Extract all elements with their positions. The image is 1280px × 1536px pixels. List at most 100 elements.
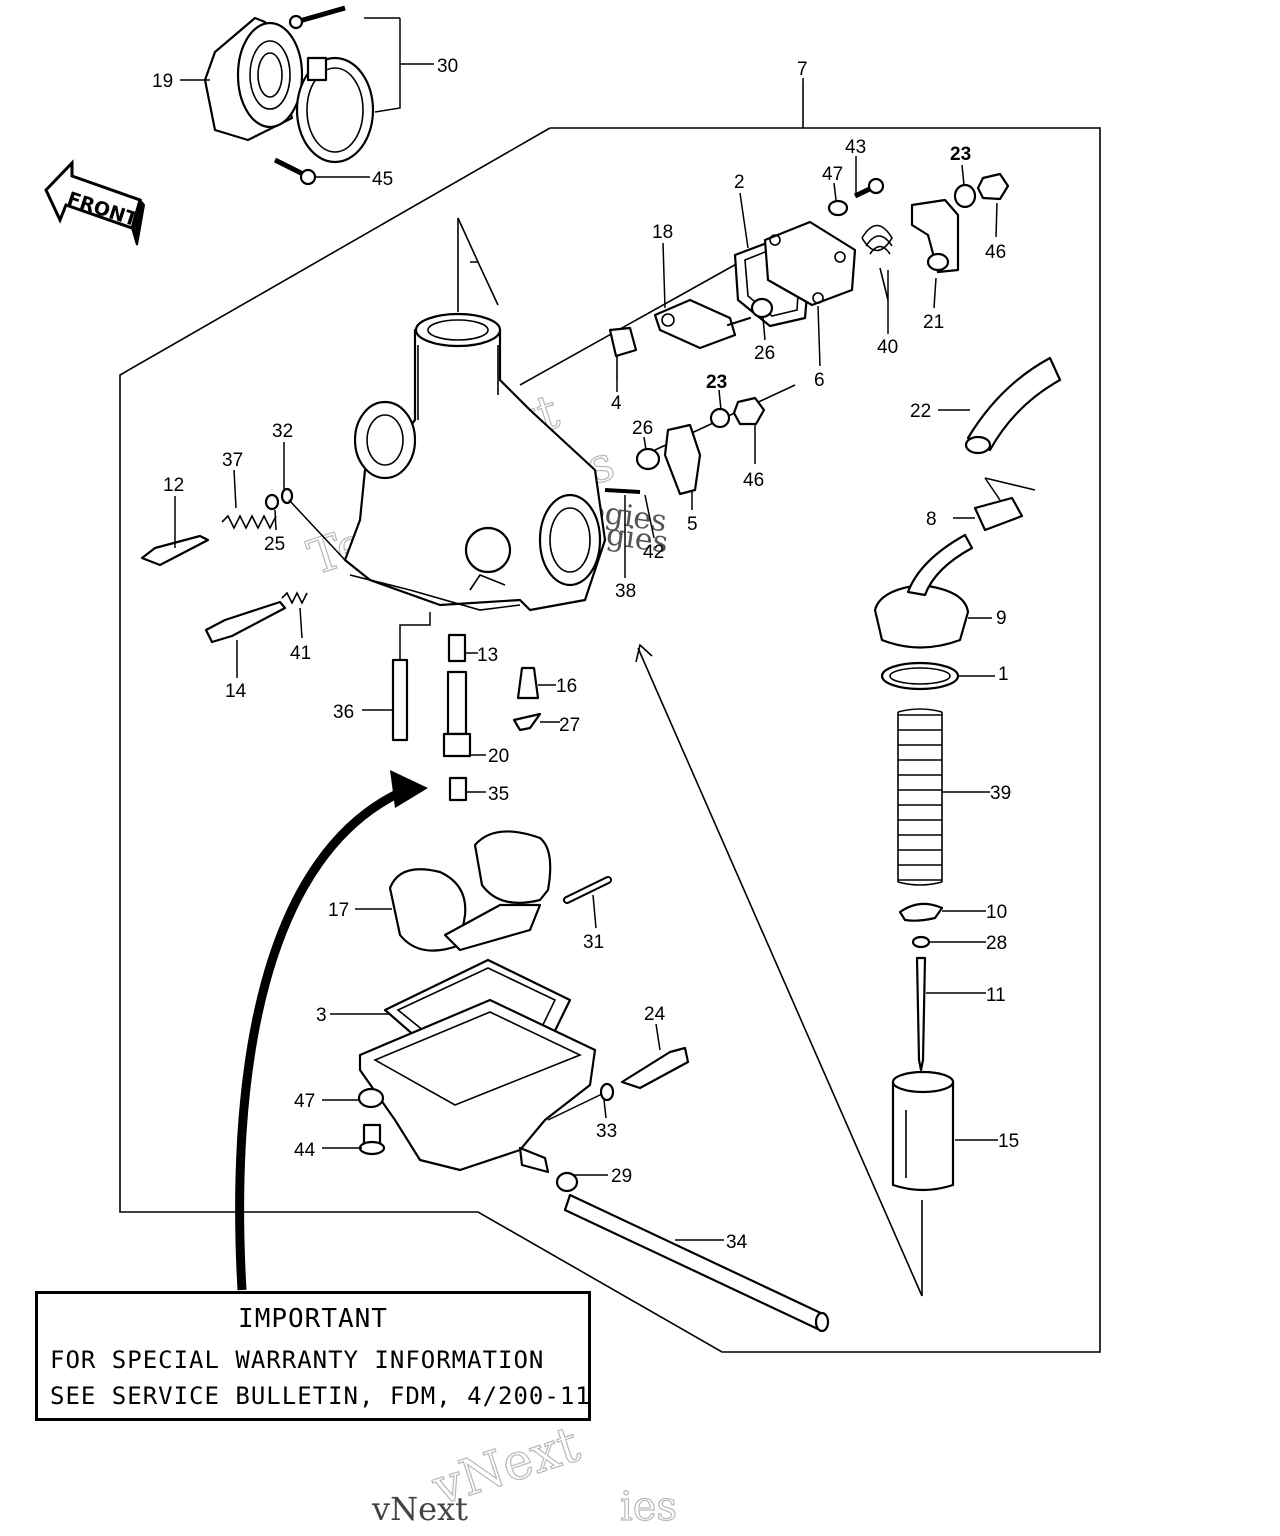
callout-30: 30 — [437, 56, 458, 77]
link-18 — [653, 298, 752, 350]
callout-17: 17 — [328, 900, 349, 921]
callout-31: 31 — [583, 932, 604, 953]
nut-46 — [976, 172, 1010, 201]
spring-37 — [221, 514, 277, 530]
callout-23: 23 — [706, 372, 727, 393]
callout-43: 43 — [845, 137, 866, 158]
spring-40 — [861, 224, 893, 301]
callout-4: 4 — [611, 393, 622, 414]
needle-11 — [915, 956, 927, 1072]
important-notice: IMPORTANT FOR SPECIAL WARRANTY INFORMATI… — [35, 1291, 591, 1421]
hose-22 — [964, 356, 1062, 455]
callout-47: 47 — [822, 164, 843, 185]
callout-46: 46 — [985, 242, 1006, 263]
callout-40: 40 — [877, 337, 898, 358]
watermark: ies — [620, 1484, 677, 1530]
float-valve-16 — [516, 666, 540, 700]
callout-26: 26 — [632, 418, 653, 439]
callout-3: 3 — [316, 1005, 327, 1026]
leader-lines — [174, 17, 1036, 1241]
callout-38: 38 — [615, 581, 636, 602]
screw-44 — [358, 1123, 386, 1156]
callout-14: 14 — [225, 681, 247, 702]
clip-28 — [911, 935, 931, 949]
notice-title: IMPORTANT — [238, 1304, 388, 1334]
callout-20: 20 — [488, 746, 509, 767]
assembly-arrow — [457, 217, 923, 1297]
curved-arrow — [235, 770, 428, 1291]
front-arrow-icon: FRONT — [44, 159, 146, 246]
washer-33 — [599, 1082, 615, 1102]
callout-44: 44 — [294, 1140, 316, 1161]
clip-27 — [512, 712, 542, 732]
callout-21: 21 — [923, 312, 944, 333]
watermark: vNext — [371, 1490, 468, 1528]
cover-6 — [763, 220, 857, 307]
spring-39 — [897, 708, 943, 886]
screw — [288, 5, 346, 30]
callout-29: 29 — [611, 1166, 632, 1187]
callout-27: 27 — [559, 715, 580, 736]
callout-8: 8 — [926, 509, 937, 530]
callout-2: 2 — [734, 172, 745, 193]
callout-11: 11 — [986, 985, 1006, 1006]
screw-43 — [853, 177, 885, 199]
jet-36 — [391, 658, 409, 742]
washer-47 — [827, 199, 849, 217]
washer-23 — [953, 183, 977, 209]
float-17 — [388, 830, 552, 952]
callout-36: 36 — [333, 702, 354, 723]
clip-29 — [555, 1171, 579, 1193]
drain-screw-24 — [620, 1046, 690, 1090]
callout-32: 32 — [272, 421, 293, 442]
callout-labels: 7 30 19 45 43 47 23 2 18 46 21 40 26 6 4… — [152, 56, 1019, 1253]
callout-47: 47 — [294, 1091, 315, 1112]
callout-37: 37 — [222, 450, 243, 471]
callout-23: 23 — [950, 144, 971, 165]
o-ring-32 — [280, 487, 294, 505]
screw — [273, 157, 317, 186]
nut-46 — [732, 396, 766, 426]
callout-18: 18 — [652, 222, 673, 243]
callout-41: 41 — [290, 643, 311, 664]
screw-14 — [204, 600, 287, 644]
notice-line-1: FOR SPECIAL WARRANTY INFORMATION — [50, 1346, 545, 1374]
callout-9: 9 — [996, 608, 1007, 629]
plate-5 — [663, 423, 702, 496]
callout-16: 16 — [556, 676, 577, 697]
tube-34 — [563, 1193, 830, 1333]
assembly-outline — [119, 86, 1101, 1353]
callout-10: 10 — [986, 902, 1007, 923]
callout-39: 39 — [990, 783, 1011, 804]
throttle-valve-15 — [891, 1070, 955, 1192]
washer-25 — [264, 493, 280, 511]
callout-33: 33 — [596, 1121, 617, 1142]
callout-15: 15 — [998, 1131, 1019, 1152]
callout-42: 42 — [643, 542, 664, 563]
washer-26 — [750, 297, 774, 319]
spring-41 — [281, 591, 308, 605]
pin-31 — [563, 876, 612, 904]
main-jet-35 — [448, 776, 468, 802]
intake-holder — [203, 16, 304, 142]
callout-12: 12 — [163, 475, 184, 496]
callout-46: 46 — [743, 470, 764, 491]
callout-22: 22 — [910, 401, 931, 422]
callout-1: 1 — [998, 664, 1009, 685]
callout-26: 26 — [754, 343, 775, 364]
callout-6: 6 — [814, 370, 825, 391]
screw-42 — [604, 488, 641, 494]
washer-26 — [635, 447, 661, 471]
retainer-10 — [898, 902, 944, 922]
washer-23 — [709, 407, 731, 429]
callout-28: 28 — [986, 933, 1007, 954]
carburetor-body — [343, 312, 607, 612]
float-bowl — [358, 998, 597, 1174]
callout-24: 24 — [644, 1004, 666, 1025]
cap-9 — [873, 533, 974, 649]
jet-13 — [447, 633, 467, 663]
callout-13: 13 — [477, 645, 498, 666]
o-ring-1 — [880, 661, 960, 691]
lever-4 — [608, 326, 638, 380]
